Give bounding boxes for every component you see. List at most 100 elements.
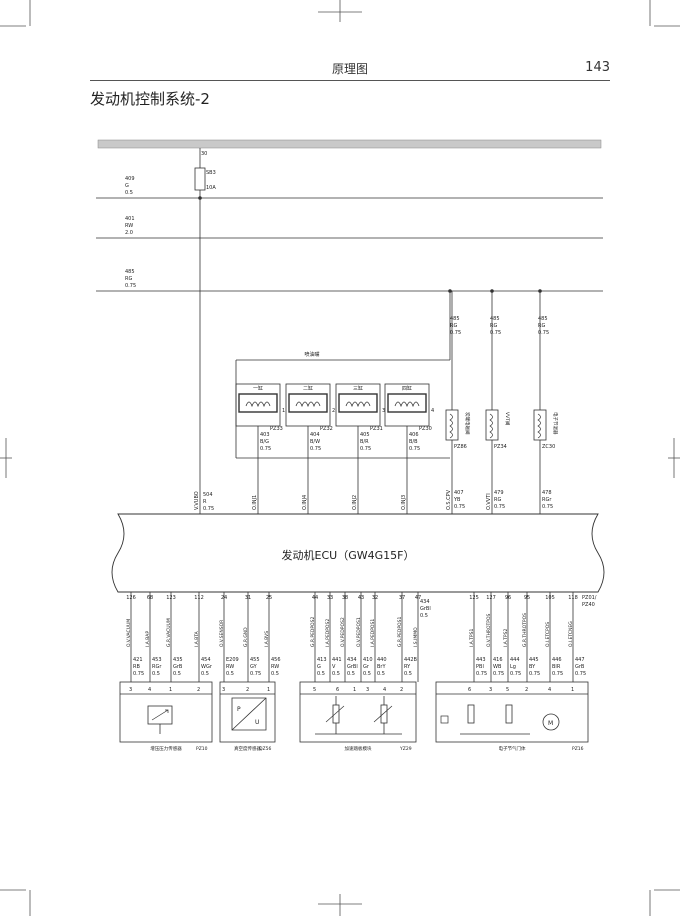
bottom-wire-10-signal: O.V.PEDPOS2	[340, 617, 346, 647]
throttle-indicator-icon	[440, 715, 449, 724]
device-1-supply-circuit: 485	[450, 316, 460, 322]
bottom-wire-18-signal: G.R.THROTPOS	[522, 613, 528, 647]
bottom-wire-8-signal: G.R.PEDPOS2	[310, 617, 316, 647]
bottom-wire-9-circuit: 441	[332, 657, 342, 663]
bottom-wire-15-color: PBl	[476, 664, 484, 670]
bottom-wire-14-circuit: 434	[420, 599, 430, 605]
bottom-wire-5-signal: O.V.SENSOR	[219, 620, 225, 647]
device-3-coil-icon	[537, 413, 541, 439]
injector-2-connector: PZ32	[320, 426, 333, 432]
bottom-wire-6-signal: G.R.GND	[243, 627, 249, 647]
bottom-wire-15-signal: I.A.TPS1	[469, 628, 475, 647]
injector-2-coil-box	[288, 393, 328, 413]
bottom-wire-7-color: RW	[271, 664, 279, 670]
device-3-name: 电子节温器	[552, 412, 559, 435]
bottom-wire-5-size: 0.5	[226, 671, 234, 677]
device-2-supply-color: RG	[490, 323, 497, 329]
injector-3-connector: PZ31	[370, 426, 383, 432]
bottom-wire-4-size: 0.5	[201, 671, 209, 677]
bus-401-size: 2.0	[125, 230, 133, 236]
sensor-4-body	[435, 681, 589, 743]
bottom-wire-16-circuit: 416	[493, 657, 503, 663]
device-1-symbol	[445, 409, 459, 441]
sensor-1-body	[119, 681, 213, 743]
throttle-pot-2-resistor	[505, 704, 513, 724]
bottom-wire-7-size: 0.5	[271, 671, 279, 677]
bottom-wire-6-color: GY	[250, 664, 258, 670]
sensor-3-connector: YZ29	[399, 746, 412, 752]
injector-2-size: 0.75	[310, 446, 321, 452]
ecu-body	[111, 513, 605, 593]
injector-1-coil-icon	[245, 401, 271, 408]
bottom-wire-12-signal: I.A.PEDPOS1	[370, 619, 376, 647]
ecu-supply-signal: V.VUBO	[194, 491, 200, 510]
device-3-size: 0.75	[542, 504, 553, 510]
ecu-bottom-connector-1: PZ01/	[582, 595, 597, 601]
sensor-1-pin-1: 3	[129, 687, 132, 693]
device-2-signal: O.VVTI	[486, 493, 492, 510]
injector-1-circuit: 403	[260, 432, 270, 438]
sensor-2-body	[219, 681, 276, 743]
bottom-wire-15-size: 0.75	[476, 671, 487, 677]
section-title: 原理图	[331, 62, 368, 76]
ecu-bottom-connector-2: PZ40	[582, 602, 595, 608]
device-3-supply-circuit: 485	[538, 316, 548, 322]
bottom-wire-2-color: RGr	[152, 664, 162, 670]
bottom-wire-13-color: RY	[404, 664, 411, 670]
sensor-3-pin-5: 4	[383, 687, 386, 693]
pedal-pot-1-resistor	[332, 704, 340, 724]
bottom-wire-8-color: G	[317, 664, 321, 670]
injector-harness-label: 喷油嘴	[304, 351, 319, 358]
bottom-wire-13-circuit: 442B	[404, 657, 418, 663]
sensor-4-name: 电子节气门体	[499, 745, 526, 752]
bottom-wire-1-size: 0.75	[133, 671, 144, 677]
bottom-wire-18-color: BY	[529, 664, 536, 670]
sensor-3-pin-2: 6	[336, 687, 339, 693]
sensor-2-name: 真空度传感器	[234, 745, 261, 752]
device-2-size: 0.75	[494, 504, 505, 510]
bottom-wire-16-color: WB	[493, 664, 502, 670]
ecu-supply-size: 0.75	[203, 506, 214, 512]
device-1-supply-color: RG	[450, 323, 457, 329]
sensor-1-connector: PZ10	[196, 746, 208, 752]
throttle-motor-label: M	[548, 720, 553, 727]
sensor-2-pin-3: 1	[267, 687, 270, 693]
injector-2-name: 二缸	[303, 385, 313, 392]
bottom-wire-11-circuit: 410	[363, 657, 373, 663]
device-2-color: RG	[494, 497, 501, 503]
bottom-wire-14-signal: I.S.IMMO	[413, 627, 419, 647]
injector-2-signal: O.INJ4	[302, 495, 308, 510]
device-1-size: 0.75	[454, 504, 465, 510]
injector-3-pin: 3	[382, 408, 385, 414]
sensor-2-pin-1: 3	[222, 687, 225, 693]
bottom-wire-20-color: GrB	[575, 664, 585, 670]
bottom-wire-17-circuit: 444	[510, 657, 520, 663]
fuse-symbol	[194, 167, 206, 191]
injector-1-size: 0.75	[260, 446, 271, 452]
bottom-wire-3-color: GrB	[173, 664, 183, 670]
bottom-wire-4-circuit: 454	[201, 657, 211, 663]
injector-3-coil-icon	[345, 401, 371, 408]
sensor-3-pin-6: 2	[400, 687, 403, 693]
device-3-connector: ZC30	[542, 444, 555, 450]
fuse-name: SB3	[206, 170, 216, 176]
vacuum-sensor-u-label: U	[255, 719, 259, 726]
sensor-1-pin-4: 2	[197, 687, 200, 693]
bottom-wire-16-size: 0.75	[493, 671, 504, 677]
bottom-wire-3-circuit: 435	[173, 657, 183, 663]
bottom-wire-19-signal: O.I.ETCPOS	[545, 622, 551, 647]
device-2-supply-size: 0.75	[490, 330, 501, 336]
bottom-wire-19-size: 0.75	[552, 671, 563, 677]
bottom-wire-13-signal: G.R.PEDPOS1	[397, 617, 403, 647]
bottom-wire-8-circuit: 413	[317, 657, 327, 663]
bottom-wire-13-size: 0.5	[404, 671, 412, 677]
bottom-wire-14-size: 0.5	[420, 613, 428, 619]
injector-4-coil-box	[387, 393, 427, 413]
sensor-4-pin-3: 5	[506, 687, 509, 693]
pedal-pot-2-wiper-icon	[373, 705, 393, 723]
device-1-color: YB	[453, 497, 461, 503]
bottom-wire-9-color: V	[332, 664, 336, 670]
device-3-color: RGr	[542, 497, 552, 503]
device-1-name: 炭罐电磁阀	[464, 412, 471, 435]
